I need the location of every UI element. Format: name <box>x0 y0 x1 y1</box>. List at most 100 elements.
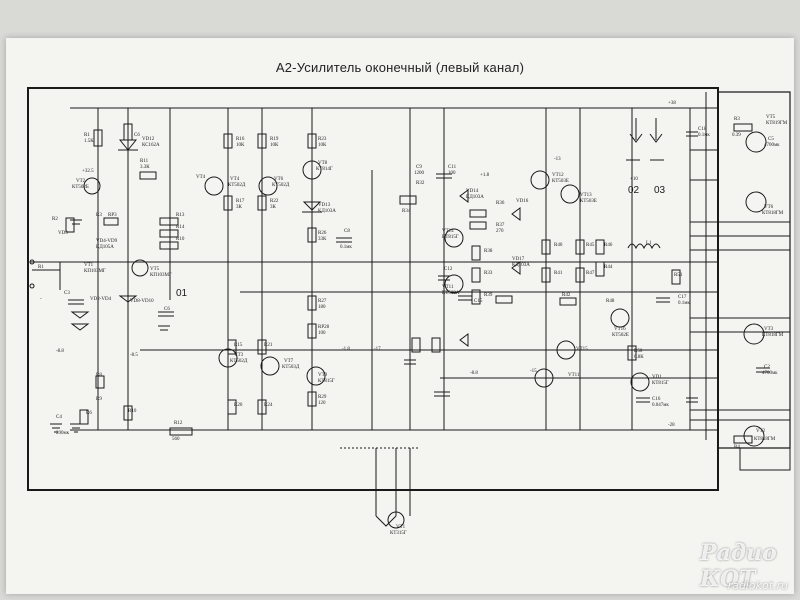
svg-text:R10: R10 <box>176 237 185 242</box>
svg-text:VT3: VT3 <box>764 327 774 332</box>
svg-text:R51: R51 <box>674 273 683 278</box>
svg-text:VT5: VT5 <box>150 267 160 272</box>
svg-text:КТ315Г: КТ315Г <box>390 531 407 536</box>
svg-text:+10: +10 <box>630 177 638 182</box>
svg-text:VT7: VT7 <box>284 359 294 364</box>
watermark-brand: Радио КОТ <box>700 540 777 592</box>
svg-text:-15: -15 <box>530 369 537 374</box>
svg-text:R3: R3 <box>734 117 740 122</box>
svg-text:R26: R26 <box>318 231 327 236</box>
svg-text:КД105А: КД105А <box>96 245 114 250</box>
svg-text:VD16: VD16 <box>516 199 529 204</box>
svg-text:R12: R12 <box>174 421 183 426</box>
svg-text:КТ503Е: КТ503Е <box>552 179 569 184</box>
output-module-frame <box>718 91 791 449</box>
svg-text:C6: C6 <box>164 307 170 312</box>
svg-text:R34: R34 <box>402 209 411 214</box>
svg-text:R3: R3 <box>96 213 102 218</box>
svg-text:10К: 10К <box>236 143 245 148</box>
svg-text:VT14: VT14 <box>442 229 454 234</box>
watermark: Радио КОТ radiokot.ru <box>700 540 790 594</box>
svg-text:VT3: VT3 <box>234 353 244 358</box>
svg-text:C9: C9 <box>416 165 422 170</box>
output-label-o3: 03 <box>654 185 666 196</box>
svg-text:КД103А: КД103А <box>512 263 530 268</box>
svg-text:C15: C15 <box>474 299 483 304</box>
svg-text:100: 100 <box>448 171 456 176</box>
svg-text:R1: R1 <box>38 265 44 270</box>
svg-text:R45: R45 <box>586 243 595 248</box>
svg-text:C16: C16 <box>652 397 661 402</box>
svg-text:-1.8: -1.8 <box>342 347 350 352</box>
svg-text:6.8К: 6.8К <box>634 355 644 360</box>
label-vt4: VT4 <box>196 175 206 180</box>
svg-text:R13: R13 <box>176 213 185 218</box>
svg-text:VD3: VD3 <box>58 231 68 236</box>
svg-text:R27: R27 <box>318 299 327 304</box>
svg-text:-8.5: -8.5 <box>130 353 138 358</box>
svg-text:1200: 1200 <box>414 171 425 176</box>
watermark-site: radiokot.ru <box>727 579 788 592</box>
svg-text:R38: R38 <box>484 249 493 254</box>
svg-text:VD17: VD17 <box>512 257 525 262</box>
svg-text:VT5: VT5 <box>766 115 776 120</box>
svg-text:R36: R36 <box>496 201 505 206</box>
svg-text:4700мк: 4700мк <box>762 371 778 376</box>
svg-text:VT6: VT6 <box>274 177 284 182</box>
svg-text:R42: R42 <box>562 293 571 298</box>
svg-text:0.39: 0.39 <box>732 133 741 138</box>
svg-text:КС162А: КС162А <box>142 143 160 148</box>
svg-text:VD13: VD13 <box>318 203 331 208</box>
svg-text:R48: R48 <box>606 299 615 304</box>
svg-text:КТ818ГМ: КТ818ГМ <box>754 437 776 442</box>
svg-text:0.1мк: 0.1мк <box>678 301 690 306</box>
output-label-o1: 01 <box>176 288 188 299</box>
svg-text:R50: R50 <box>634 349 643 354</box>
svg-text:1.5К: 1.5К <box>84 139 94 144</box>
svg-text:VT16: VT16 <box>614 327 626 332</box>
svg-text:R6: R6 <box>86 411 92 416</box>
svg-text:-28: -28 <box>668 423 675 428</box>
output-module-lower <box>718 447 791 471</box>
svg-text:КТ502Е: КТ502Е <box>612 333 629 338</box>
svg-text:VD4-VD9: VD4-VD9 <box>96 239 118 244</box>
svg-text:0.047мк: 0.047мк <box>652 403 669 408</box>
svg-text:R41: R41 <box>554 271 563 276</box>
svg-text:КТ819ГМ: КТ819ГМ <box>766 121 788 126</box>
svg-text:C17: C17 <box>678 295 687 300</box>
svg-text:КТ502Д: КТ502Д <box>228 183 246 188</box>
svg-text:C4: C4 <box>56 415 62 420</box>
svg-text:VT11: VT11 <box>442 285 454 290</box>
svg-text:VT12: VT12 <box>552 173 564 178</box>
svg-text:R1: R1 <box>84 133 90 138</box>
svg-text:VD1: VD1 <box>652 375 662 380</box>
svg-text:R19: R19 <box>270 137 279 142</box>
svg-text:+38: +38 <box>668 101 676 106</box>
svg-text:R9: R9 <box>96 397 102 402</box>
svg-text:VT1: VT1 <box>84 263 94 268</box>
schematic-title: А2-Усилитель оконечный (левый канал) <box>275 60 525 75</box>
svg-text:КТ818ГМ: КТ818ГМ <box>762 211 784 216</box>
svg-text:VT1: VT1 <box>396 525 406 530</box>
svg-text:R21: R21 <box>264 343 273 348</box>
svg-text:L1: L1 <box>646 241 652 246</box>
svg-text:-8.8: -8.8 <box>470 371 478 376</box>
svg-text:R33: R33 <box>484 271 493 276</box>
svg-text:КД103А: КД103А <box>466 195 484 200</box>
svg-text:R40: R40 <box>554 243 563 248</box>
svg-text:R47: R47 <box>586 271 595 276</box>
svg-text:100: 100 <box>318 331 326 336</box>
svg-text:R11: R11 <box>140 159 149 164</box>
svg-text:R4: R4 <box>734 445 740 450</box>
svg-text:R46: R46 <box>604 243 613 248</box>
schematic-sheet <box>6 38 794 594</box>
svg-text:R32: R32 <box>416 181 425 186</box>
svg-text:C2: C2 <box>764 365 770 370</box>
output-label-o2: 02 <box>628 185 640 196</box>
svg-text:R17: R17 <box>236 199 245 204</box>
svg-text:3К: 3К <box>270 205 277 210</box>
svg-text:RP3: RP3 <box>108 213 117 218</box>
svg-text:+1.8: +1.8 <box>480 173 490 178</box>
svg-text:C12: C12 <box>444 267 453 272</box>
